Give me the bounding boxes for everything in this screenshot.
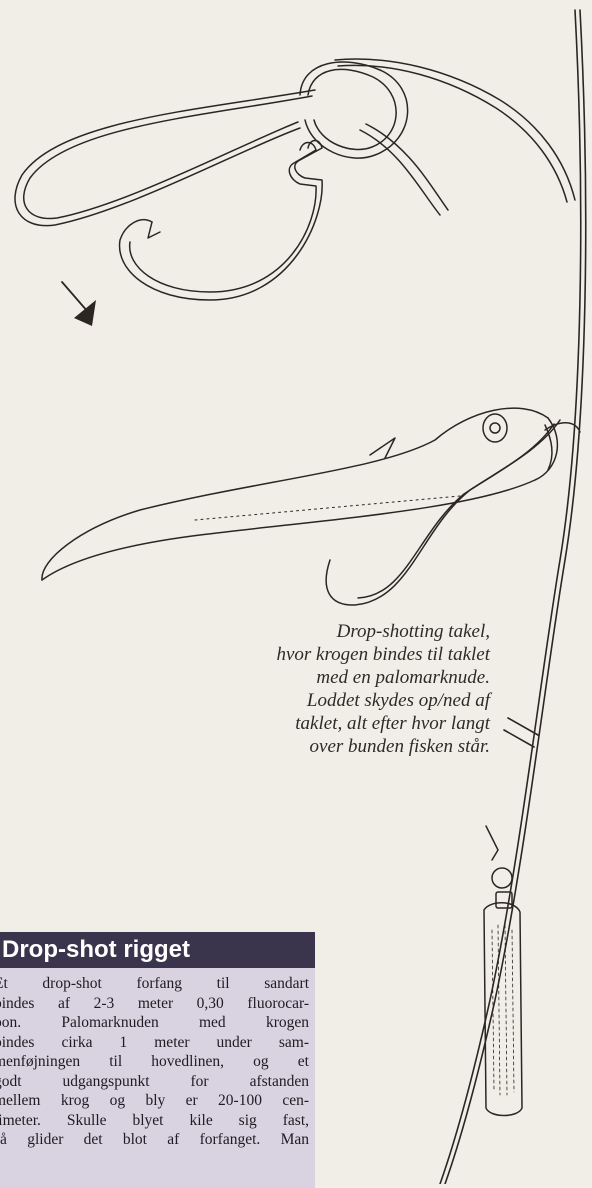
info-box-body: Et drop-shot forfang til sandart bindes … — [0, 968, 315, 1188]
caption-line: over bunden fisken står. — [190, 735, 490, 758]
body-line: bindes af 2-3 meter 0,30 fluorocar- — [0, 994, 309, 1014]
caption-line: hvor krogen bindes til taklet — [190, 643, 490, 666]
body-line: godt udgangspunkt for afstanden — [0, 1072, 309, 1092]
caption-line: med en palomarknude. — [190, 666, 490, 689]
arrow-icon — [62, 282, 96, 326]
body-line: mellem krog og bly er 20-100 cen- — [0, 1091, 309, 1111]
caption-line: taklet, alt efter hvor langt — [190, 712, 490, 735]
palomar-knot-detail — [15, 59, 575, 300]
body-line: bindes cirka 1 meter under sam- — [0, 1033, 309, 1053]
body-line: Et drop-shot forfang til sandart — [0, 974, 309, 994]
soft-bait — [42, 408, 580, 605]
body-line: timeter. Skulle blyet kile sig fast, — [0, 1111, 309, 1131]
illustration-caption: Drop-shotting takel, hvor krogen bindes … — [190, 620, 490, 758]
body-line: menføjningen til hovedlinen, og et — [0, 1052, 309, 1072]
info-box-title: Drop-shot rigget — [0, 932, 315, 968]
body-line: bon. Palomarknuden med krogen — [0, 1013, 309, 1033]
info-box: Drop-shot rigget Et drop-shot forfang ti… — [0, 932, 315, 1188]
body-line: så glider det blot af forfanget. Man — [0, 1130, 309, 1150]
lead-weight — [484, 826, 522, 1116]
caption-line: Drop-shotting takel, — [190, 620, 490, 643]
caption-line: Loddet skydes op/ned af — [190, 689, 490, 712]
